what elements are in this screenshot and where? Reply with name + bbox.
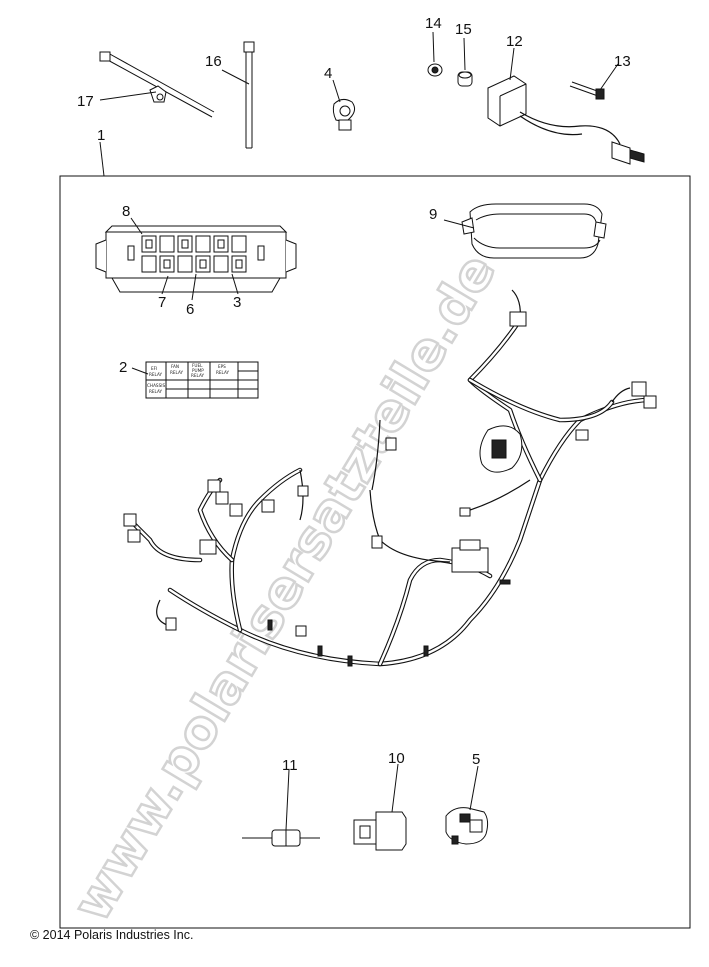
watermark: www.polarisersatzteile.de	[62, 244, 508, 932]
leader-7	[161, 275, 169, 295]
decal-label-pump: PUMP	[192, 368, 204, 373]
part-15-grommet[interactable]	[457, 71, 473, 87]
leader-12	[509, 47, 515, 81]
decal-label-efi: EFI	[151, 366, 157, 371]
callout-17: 17	[77, 93, 94, 110]
part-8-fuse-box[interactable]	[95, 225, 297, 293]
part-10-connector[interactable]	[353, 811, 407, 851]
leader-16	[221, 69, 250, 85]
decal-label-pump-relay: RELAY	[191, 373, 205, 378]
callout-15: 15	[455, 21, 472, 38]
decal-label-eps: EPS	[218, 364, 226, 369]
decal-label-chassis: CHASSIS	[147, 383, 165, 388]
leader-5	[469, 765, 479, 811]
part-11-inline-fuse[interactable]	[242, 829, 320, 847]
callout-5: 5	[472, 751, 480, 768]
callout-2: 2	[119, 359, 127, 376]
callout-14: 14	[425, 15, 442, 32]
leader-1	[99, 141, 105, 177]
leader-17	[99, 91, 157, 101]
decal-label-fan: FAN	[171, 364, 179, 369]
leader-3	[231, 273, 239, 295]
callout-10: 10	[388, 750, 405, 767]
callout-12: 12	[506, 33, 523, 50]
leader-4	[332, 79, 341, 103]
callout-11: 11	[282, 757, 298, 774]
decal-label-fuel: FUEL	[192, 363, 203, 368]
callout-3: 3	[233, 294, 241, 311]
part-4-clip[interactable]	[332, 98, 356, 131]
part-5-connector[interactable]	[445, 807, 489, 845]
part-12-module[interactable]	[487, 75, 645, 165]
decal-label-efi-relay: RELAY	[149, 372, 163, 377]
callout-9: 9	[429, 206, 437, 223]
decal-label-chassis-relay: RELAY	[149, 389, 163, 394]
leader-14	[432, 31, 435, 63]
leader-11	[285, 769, 290, 831]
part-9-cover[interactable]	[461, 203, 607, 259]
callout-7: 7	[158, 294, 166, 311]
decal-label-fan-relay: RELAY	[170, 370, 184, 375]
part-2-relay-decal[interactable]: EFI RELAY FAN RELAY FUEL PUMP RELAY EPS …	[145, 361, 259, 399]
part-13-screw[interactable]	[569, 81, 605, 100]
part-17-tie-mount[interactable]	[99, 51, 215, 118]
copyright: © 2014 Polaris Industries Inc.	[30, 928, 194, 942]
callout-4: 4	[324, 65, 332, 82]
callout-6: 6	[186, 301, 194, 318]
part-14-nut[interactable]	[427, 63, 443, 77]
leader-15	[463, 37, 466, 71]
fuse-grid	[141, 235, 247, 273]
leader-9	[443, 219, 475, 229]
leader-6	[191, 273, 197, 301]
leader-10	[391, 763, 399, 813]
leader-13	[599, 63, 619, 91]
leader-2	[131, 367, 149, 375]
assembly-frame	[59, 175, 691, 929]
part-16-cable-tie[interactable]	[243, 41, 255, 149]
callout-8: 8	[122, 203, 130, 220]
callout-13: 13	[614, 53, 631, 70]
callout-1: 1	[97, 127, 105, 144]
decal-label-eps-relay: RELAY	[216, 370, 230, 375]
part-1-wire-harness[interactable]	[123, 289, 657, 667]
leader-8	[130, 217, 143, 235]
callout-16: 16	[205, 53, 222, 70]
